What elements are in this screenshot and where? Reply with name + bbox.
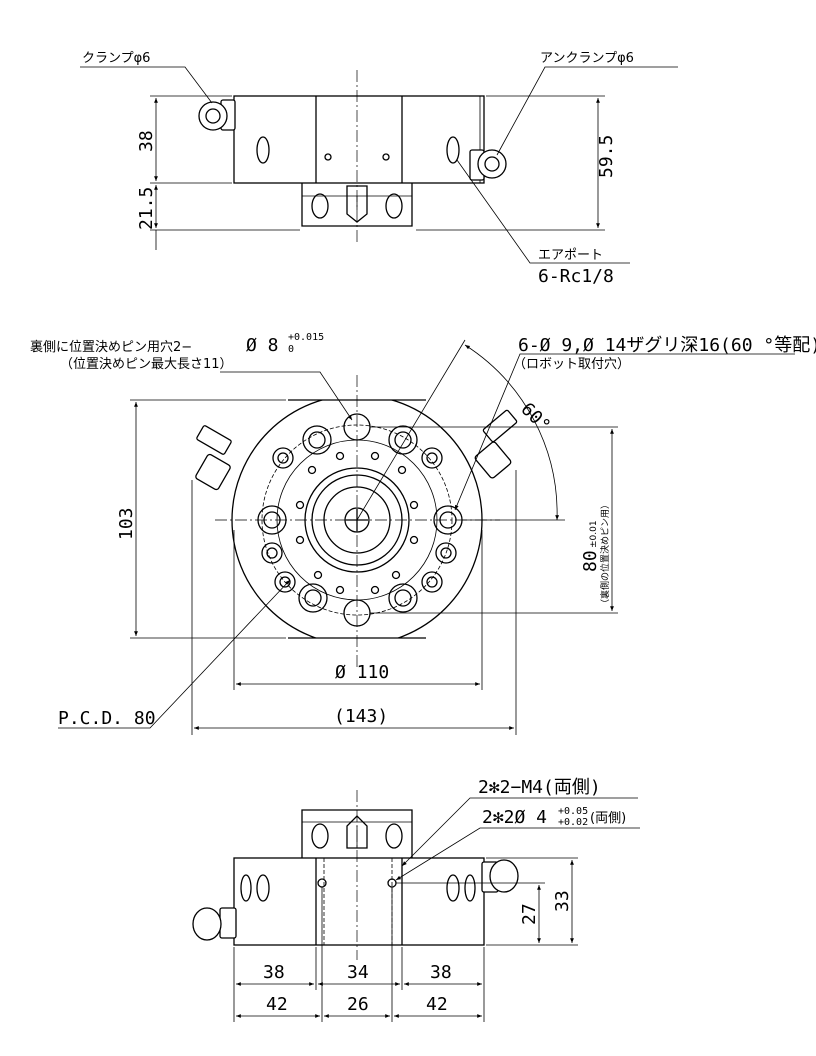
- side-hole-6: [421, 571, 443, 593]
- top-lower-hub: [301, 183, 413, 227]
- top-port-hole-right: [446, 136, 460, 164]
- dim-26-text: 26: [347, 994, 369, 1015]
- front-hub-hole-2: [385, 823, 403, 849]
- dim-59-5-text: 59.5: [596, 135, 617, 178]
- dim-143-text: (143): [334, 706, 388, 727]
- front-view: 2✻2−M4(両側) 2✻2Ø 4 +0.05 +0.02 (両側) 27 33…: [192, 777, 640, 1022]
- top-hub-nozzle: [346, 185, 368, 223]
- top-hub-hole-2: [385, 193, 403, 219]
- plan-inner-hidden: [261, 424, 453, 616]
- side-hole-5: [274, 571, 296, 593]
- dim-33-text: 33: [552, 890, 573, 912]
- m4-leader: [401, 797, 638, 867]
- top-small-hole-2: [382, 153, 390, 161]
- bolt-hole-1: [302, 425, 332, 455]
- side-hole-4: [435, 542, 457, 564]
- plan-fitting-left: [195, 425, 232, 491]
- pin-hole-tol-low: 0: [288, 344, 294, 355]
- dim-110-text: Ø 110: [335, 662, 389, 683]
- bolt-hole-2: [388, 425, 418, 455]
- dim-103-text: 103: [116, 507, 137, 540]
- top-port-hole-left: [256, 136, 270, 164]
- dim-38-text: 38: [136, 130, 157, 152]
- air-port-spec: 6-Rc1/8: [538, 266, 614, 287]
- side-hole-2: [421, 447, 443, 469]
- side-hole-3: [261, 542, 283, 564]
- front-upper-hub: [301, 809, 413, 858]
- dim-27-text: 27: [519, 903, 540, 925]
- front-hub-hole-1: [311, 823, 329, 849]
- bolt-hole-5: [298, 583, 328, 613]
- pin-tol-hi: +0.05: [558, 806, 588, 817]
- pin-note-suffix: (両側): [590, 811, 626, 826]
- top-hub-hole-1: [311, 193, 329, 219]
- pin-hole-leader: [220, 371, 353, 421]
- plan-view: 裏側に位置決めピン用穴2− （位置決めピン最大長さ11） Ø 8 +0.015 …: [30, 332, 816, 735]
- front-hub-nozzle: [346, 815, 368, 849]
- plan-hub-mid: [311, 474, 403, 566]
- top-main-body: [233, 95, 485, 184]
- side-hole-1: [272, 447, 294, 469]
- front-fitting-right: [481, 859, 519, 893]
- pin-hole-dia: Ø 8: [246, 335, 279, 356]
- top-small-hole-1: [324, 153, 332, 161]
- front-fitting-left: [192, 907, 237, 941]
- air-port-leader: [456, 159, 630, 264]
- plan-hub-outer: [304, 467, 410, 573]
- bolt-hole-3: [257, 505, 287, 535]
- air-port-label: エアポート: [538, 248, 603, 263]
- pcd-label: P.C.D. 80: [58, 708, 156, 729]
- unclamp-label: アンクランプφ6: [540, 51, 634, 66]
- clamp-leader: [80, 66, 213, 104]
- angle-60-text: 60°: [516, 399, 554, 437]
- pin-hole-note-1: 裏側に位置決めピン用穴2−: [30, 340, 192, 355]
- bolt-hole-6: [388, 583, 418, 613]
- bolt-hole-note: 6-Ø 9,Ø 14ザグリ深16(60 °等配): [518, 335, 816, 356]
- unclamp-leader: [496, 66, 678, 156]
- front-port-right: [446, 874, 460, 902]
- dim-80-text: 80: [580, 550, 601, 572]
- pin-note: 2✻2Ø 4: [482, 807, 547, 828]
- angle-arc: [464, 344, 560, 521]
- dim-80-tol: ±0.01: [589, 520, 599, 548]
- top-view: クランプφ6 アンクランプφ6 エアポート 6-Rc1/8 38 21.5 59…: [80, 51, 678, 287]
- plan-fitting-right: [474, 409, 518, 479]
- dim-21-5-text: 21.5: [136, 187, 157, 230]
- pcd-leader: [58, 579, 291, 729]
- pin-hole-note-2: （位置決めピン最大長さ11）: [60, 357, 233, 372]
- pin-hole-tol: +0.015: [288, 332, 324, 343]
- m4-note: 2✻2−M4(両側): [478, 777, 601, 798]
- plan-hub-inner: [323, 486, 391, 554]
- dim-34-text: 34: [347, 962, 369, 983]
- pin-leader: [395, 827, 640, 881]
- pin-tol-lo: +0.02: [558, 817, 588, 828]
- front-pin-hole-left: [317, 878, 327, 888]
- plan-hub-center: [344, 507, 370, 533]
- front-port-left: [256, 874, 270, 902]
- angle-ref-line: [356, 339, 466, 521]
- dim-38a-text: 38: [263, 962, 285, 983]
- clamp-label: クランプφ6: [82, 51, 150, 66]
- dim-42a-text: 42: [266, 994, 288, 1015]
- dim-80-note: （裏側の位置決めピン用）: [599, 500, 611, 608]
- front-main-body: [233, 857, 485, 946]
- clamp-fitting: [198, 99, 236, 131]
- bolt-hole-note-2: （ロボット取付穴）: [513, 357, 630, 372]
- dim-38b-text: 38: [430, 962, 452, 983]
- dim-42b-text: 42: [426, 994, 448, 1015]
- unclamp-fitting: [469, 149, 507, 181]
